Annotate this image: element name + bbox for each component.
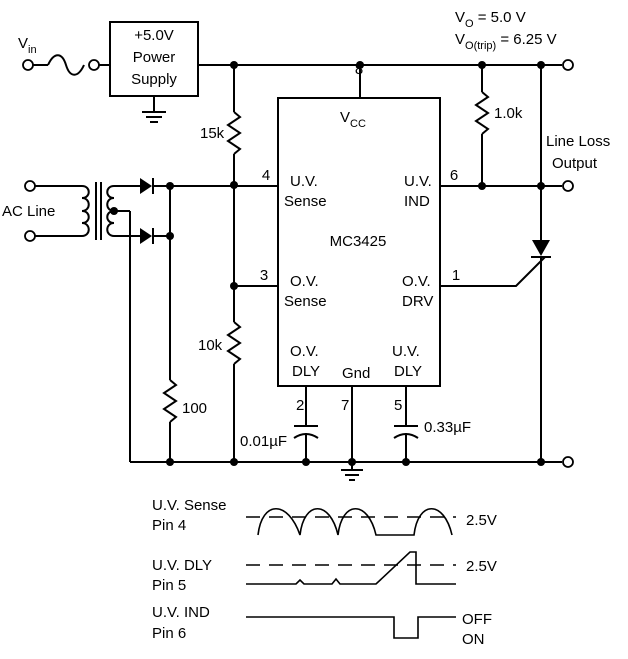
svg-text:1: 1 xyxy=(452,267,460,284)
svg-text:DRV: DRV xyxy=(402,293,433,310)
capacitor-0.01uf: 2 0.01µF xyxy=(240,386,319,462)
svg-text:U.V. DLY: U.V. DLY xyxy=(152,557,212,574)
svg-text:10k: 10k xyxy=(198,337,223,354)
chip-label: MC3425 xyxy=(330,233,387,250)
ac-line-label: AC Line xyxy=(2,203,55,220)
svg-text:OFF: OFF xyxy=(462,611,492,628)
capacitor-0.33uf: 5 0.33µF xyxy=(393,386,471,462)
vo-trip-label: VO(trip) = 6.25 V xyxy=(455,31,557,52)
svg-text:ON: ON xyxy=(462,631,485,648)
svg-text:0.33µF: 0.33µF xyxy=(424,419,471,436)
svg-text:Output: Output xyxy=(552,155,598,172)
vin-input: Vin xyxy=(18,35,110,76)
svg-text:Line Loss: Line Loss xyxy=(546,133,610,150)
waveform-uv-sense: U.V. Sense Pin 4 2.5V xyxy=(152,497,497,536)
svg-text:DLY: DLY xyxy=(394,363,422,380)
svg-text:3: 3 xyxy=(260,267,268,284)
svg-text:Pin 4: Pin 4 xyxy=(152,517,186,534)
vo-label: VO = 5.0 V xyxy=(455,9,526,30)
diode-2 xyxy=(130,228,170,244)
svg-text:O.V.: O.V. xyxy=(402,273,431,290)
svg-text:Sense: Sense xyxy=(284,293,327,310)
fuse-terminal xyxy=(88,59,100,71)
fuse-icon xyxy=(47,54,85,76)
svg-text:2.5V: 2.5V xyxy=(466,558,497,575)
waveform-uv-dly: U.V. DLY Pin 5 2.5V xyxy=(152,551,497,594)
resistor-15k: 15k xyxy=(200,65,242,286)
svg-text:U.V.: U.V. xyxy=(290,173,318,190)
svg-text:5: 5 xyxy=(394,397,402,414)
svg-text:Sense: Sense xyxy=(284,193,327,210)
vo-terminal xyxy=(562,59,574,71)
svg-text:Pin 6: Pin 6 xyxy=(152,625,186,642)
waveform-uv-ind: U.V. IND Pin 6 OFF ON xyxy=(152,604,492,648)
svg-text:Gnd: Gnd xyxy=(342,365,370,382)
ps-label-2: Power xyxy=(133,49,176,66)
svg-text:O.V.: O.V. xyxy=(290,343,319,360)
svg-text:100: 100 xyxy=(182,400,207,417)
line-loss-terminal xyxy=(562,180,574,192)
svg-text:O.V.: O.V. xyxy=(290,273,319,290)
resistor-100: 100 xyxy=(162,379,207,462)
svg-text:15k: 15k xyxy=(200,125,225,142)
scr-crowbar xyxy=(440,65,551,462)
resistor-10k: 10k xyxy=(198,286,242,462)
svg-text:DLY: DLY xyxy=(292,363,320,380)
vcc-label: VCC xyxy=(340,109,366,130)
svg-text:6: 6 xyxy=(450,167,458,184)
resistor-1k: 1.0k xyxy=(474,65,523,186)
ps-label-3: Supply xyxy=(131,71,177,88)
diode-1 xyxy=(130,178,278,194)
svg-text:2.5V: 2.5V xyxy=(466,512,497,529)
svg-text:7: 7 xyxy=(341,397,349,414)
svg-text:U.V.: U.V. xyxy=(392,343,420,360)
svg-text:U.V. Sense: U.V. Sense xyxy=(152,497,227,514)
ac-line-input: AC Line xyxy=(2,180,131,462)
svg-text:U.V.: U.V. xyxy=(404,173,432,190)
vin-label: Vin xyxy=(18,35,37,56)
svg-text:U.V. IND: U.V. IND xyxy=(152,604,210,621)
ps-label-1: +5.0V xyxy=(134,27,174,44)
power-supply-block: +5.0V Power Supply xyxy=(109,21,199,123)
svg-text:Pin 5: Pin 5 xyxy=(152,577,186,594)
svg-text:4: 4 xyxy=(262,167,270,184)
ground-icon xyxy=(341,462,363,481)
ground-terminal xyxy=(562,456,574,468)
svg-text:1.0k: 1.0k xyxy=(494,105,523,122)
svg-text:IND: IND xyxy=(404,193,430,210)
svg-text:2: 2 xyxy=(296,397,304,414)
transformer-primary-icon xyxy=(81,185,90,237)
mc3425-ic: 8 VCC MC3425 4 U.V. Sense 3 O.V. Sense U… xyxy=(234,61,460,387)
svg-text:0.01µF: 0.01µF xyxy=(240,433,287,450)
vin-terminal xyxy=(22,59,34,71)
